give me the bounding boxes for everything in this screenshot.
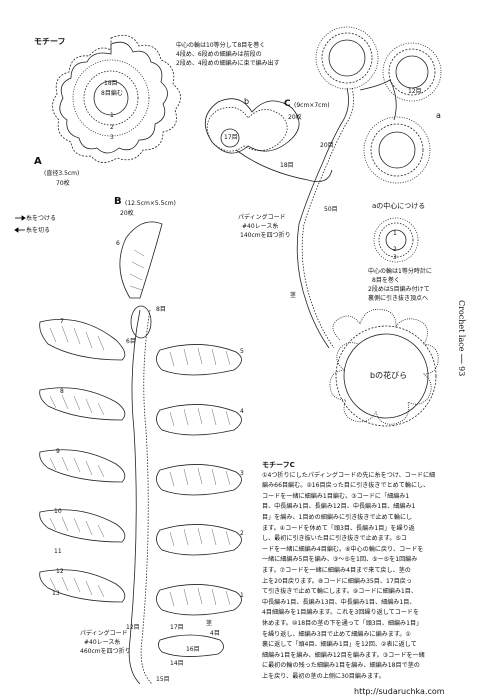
- motif-b-diagram: [39, 221, 242, 685]
- motif-b-cord-label: パディングコード: [80, 630, 128, 637]
- petal-b-diagram: [329, 308, 439, 427]
- motif-c-small-label: b: [244, 97, 250, 106]
- motif-b-size: (12.5cm×5.5cm): [125, 200, 176, 207]
- instruction-line: 細編み1目を編み、細編み12目を編みます。③コードを一緒: [262, 651, 425, 659]
- instructions-title: モチーフC: [262, 461, 295, 469]
- motif-a-count: 70枚: [56, 180, 70, 187]
- instruction-line: 休めます。⑩18目の茎の下を通って「頭3目、細編み1目」: [262, 619, 423, 627]
- instruction-line: コードを一緒に細編み1目編む。③コードに「細編み1: [262, 492, 410, 500]
- motif-c-alpha: a: [436, 111, 441, 120]
- instructions-block: モチーフC ①4つ折りにしたパディングコードの先に糸をつけ、コードに細 編み66…: [262, 460, 482, 682]
- center-a-round-3: 3: [393, 254, 397, 261]
- side-label-4: 4目: [210, 630, 220, 637]
- note-a-1: 中心の輪は10等分して8目を巻く: [176, 42, 266, 49]
- leaf-number-1: 1: [240, 592, 244, 599]
- leaf-number-6: 6: [116, 240, 120, 247]
- leaf-number-2: 2: [240, 530, 244, 537]
- side-label-6: 6目: [126, 338, 136, 345]
- motif-a-center-sub: 8目編む: [101, 90, 123, 97]
- motif-b-count: 20枚: [120, 210, 134, 217]
- watermark-url[interactable]: http://sudaruchka.com: [354, 687, 445, 696]
- instruction-line: 目、中長編み1目、長編み12目、中長編み1目、細編み1: [262, 503, 416, 511]
- legend-cut: 糸を切る: [26, 227, 51, 234]
- petal-b-title: bの花びら: [370, 371, 408, 380]
- instruction-line: に最初の輪の残った細編み1目を編み、細編み18目で茎の: [262, 662, 420, 670]
- motif-c-count-12: 12目: [408, 88, 422, 95]
- note-a-3: 2段め、4段めの細編みに束で編み出す: [176, 60, 280, 67]
- legend-attach: 糸をつける: [26, 215, 57, 222]
- center-a-note-2: 8目を巻く: [372, 277, 400, 284]
- motif-a-round-1: 1: [110, 112, 114, 119]
- motif-b-cord-len: 460cmを四つ折り: [80, 648, 131, 655]
- center-a-note-3: 2段めは5目編み付けて: [368, 286, 430, 293]
- motif-c-count-18: 18目: [280, 162, 294, 169]
- instruction-line: ードを一緒に細編み4目編む。⑥中心の輪に戻り、コードを: [262, 545, 424, 553]
- leaf-number-3: 3: [240, 470, 244, 477]
- motif-c-cord-spec: #40レース糸: [242, 223, 279, 230]
- leaf-number-12: 12: [56, 568, 64, 575]
- side-label-14: 14目: [170, 660, 184, 667]
- legend-marks: [14, 215, 26, 233]
- center-a-round-1: 1: [393, 230, 397, 237]
- instruction-line: 中長編み1目、長編み13目、中長編み1目、細編み1目、: [262, 598, 416, 606]
- instruction-line: 一緒に細編み5目を編み、③〜⑤を1回、⑤ー⑤を1回編み: [262, 556, 418, 564]
- instruction-line: し、最初に引き抜いた目に引き抜きで止めます。⑤コ: [262, 535, 408, 543]
- motif-c-count: 20枚: [288, 114, 302, 121]
- motif-c-size: (9cm×7cm): [294, 102, 330, 109]
- side-label-8: 8目: [156, 306, 166, 313]
- side-label-17: 17目: [170, 624, 184, 631]
- motif-a-letter: A: [34, 156, 42, 167]
- leaf-number-8: 8: [60, 388, 64, 395]
- instruction-line: ①4つ折りにしたパディングコードの先に糸をつけ、コードに細: [262, 471, 436, 479]
- motif-b-cord-spec: #40レース糸: [84, 639, 121, 646]
- instruction-line: 目」を編み、1目めの細編みに引き抜きで止めて輪にし: [262, 513, 413, 521]
- motif-c-count-17: 17目: [224, 134, 238, 141]
- leaf-number-4: 4: [240, 408, 244, 415]
- motif-c-count-50: 50目: [324, 206, 338, 213]
- center-a-round-2: 2: [393, 246, 397, 253]
- center-a-diagram: [373, 217, 419, 263]
- instruction-line: 上を戻り、最初の茎の上側に30目編みます。: [262, 672, 385, 680]
- motif-a-round-3: 3: [110, 134, 114, 141]
- center-a-note-1: 中心の輪は1等分時計に: [368, 268, 432, 275]
- motif-c-stem: 茎: [290, 292, 297, 299]
- instruction-line: て引き抜きで止めて輪にします。⑨コードに細編み1目、: [262, 588, 417, 596]
- motif-c-flower-b: [204, 98, 333, 183]
- leaf-number-13: 13: [52, 590, 60, 597]
- instruction-line: 裏に返して「頭4目、細編み1目」を12回、②表に返して: [262, 641, 417, 649]
- motif-a-size: (直径3.5cm): [44, 170, 80, 177]
- motif-c-letter: C: [284, 99, 291, 109]
- page-side-label: Crochet lace ── 93: [457, 300, 466, 377]
- motif-b-letter: B: [114, 196, 122, 207]
- side-label-12: 12目: [126, 624, 140, 631]
- leaf-number-7: 7: [60, 318, 64, 325]
- instruction-line: ます。④コードを休めて「頭3目、長編み1目」を繰り返: [262, 524, 415, 532]
- center-a-title: aの中心につける: [372, 202, 426, 210]
- instruction-line: 上を20目戻ります。⑧コードに細編み35目、17目戻っ: [262, 577, 412, 585]
- side-label-15: 15目: [156, 676, 170, 683]
- center-a-note-4: 裏側に引き抜き頂点へ: [368, 295, 429, 302]
- leaf-number-5: 5: [240, 348, 244, 355]
- motif-a-center-label: 18目: [104, 80, 118, 87]
- leaf-number-9: 9: [56, 448, 60, 455]
- instruction-line: 編み66目編む。②16目戻った目に引き抜きでとめて輪にし、: [262, 482, 430, 490]
- note-a-2: 4段め、6段めの細編みは前段の: [176, 51, 262, 58]
- motif-a-round-2: 2: [110, 124, 114, 131]
- motif-c-flowers-a: [296, 26, 442, 349]
- instruction-line: 4目細編みを1目編みます。これを3回繰り返してコードを: [262, 609, 420, 617]
- motif-c-count-20: 20目: [320, 142, 334, 149]
- motif-title: モチーフ: [34, 37, 66, 46]
- motif-c-cord-label: パディングコード: [238, 214, 286, 221]
- leaf-number-10: 10: [54, 508, 62, 515]
- motif-b-stem: 茎: [206, 620, 213, 627]
- instruction-line: を繰り返し、細編み3目で止めて細編みに編みます。①: [262, 630, 411, 638]
- leaf-number-11: 11: [54, 548, 62, 555]
- instruction-line: ます。⑦コードを一緒に細編み4目まで来て戻し、茎の: [262, 566, 411, 574]
- motif-c-cord-len: 140cmを四つ折り: [240, 232, 291, 239]
- motif-a-diagram: [52, 34, 181, 163]
- side-label-16: 16目: [186, 646, 200, 653]
